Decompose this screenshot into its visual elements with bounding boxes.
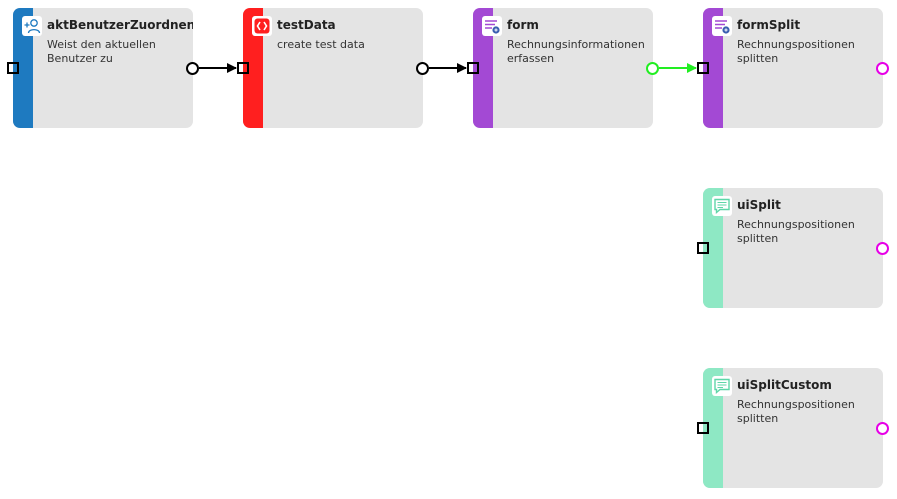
node-description: create test data [277,38,365,51]
node-color-strip [473,8,493,128]
input-port[interactable] [697,62,709,74]
node-title: formSplit [737,18,801,32]
form-icon [482,16,502,36]
node-title: testData [277,18,336,32]
node-description: Rechnungspositionen splitten [737,218,855,245]
output-port[interactable] [416,62,429,75]
node-akt-benutzer-zuordnen[interactable]: aktBenutzerZuordnen Weist den aktuellen … [13,8,193,128]
input-port[interactable] [237,62,249,74]
node-form-split[interactable]: formSplit Rechnungspositionen splitten [703,8,883,128]
output-port[interactable] [876,62,889,75]
node-description: Rechnungspositionen splitten [737,38,855,65]
input-port[interactable] [697,422,709,434]
input-port[interactable] [467,62,479,74]
form-icon [712,16,732,36]
node-description: Rechnungspositionen splitten [737,398,855,425]
message-icon [712,376,732,396]
node-title: form [507,18,539,32]
node-color-strip [703,368,723,488]
node-description: Weist den aktuellen Benutzer zu [47,38,156,65]
user-add-icon [22,16,42,36]
node-form[interactable]: form Rechnungsinformationen erfassen [473,8,653,128]
message-icon [712,196,732,216]
node-title: aktBenutzerZuordnen [47,18,193,32]
node-title: uiSplit [737,198,781,212]
node-color-strip [703,8,723,128]
node-color-strip [703,188,723,308]
input-port[interactable] [7,62,19,74]
output-port[interactable] [646,62,659,75]
node-color-strip [13,8,33,128]
node-color-strip [243,8,263,128]
node-ui-split[interactable]: uiSplit Rechnungspositionen splitten [703,188,883,308]
output-port[interactable] [876,242,889,255]
script-icon [252,16,272,36]
node-test-data[interactable]: testData create test data [243,8,423,128]
node-title: uiSplitCustom [737,378,832,392]
input-port[interactable] [697,242,709,254]
node-description: Rechnungsinformationen erfassen [507,38,645,65]
node-ui-split-custom[interactable]: uiSplitCustom Rechnungspositionen splitt… [703,368,883,488]
output-port[interactable] [186,62,199,75]
output-port[interactable] [876,422,889,435]
